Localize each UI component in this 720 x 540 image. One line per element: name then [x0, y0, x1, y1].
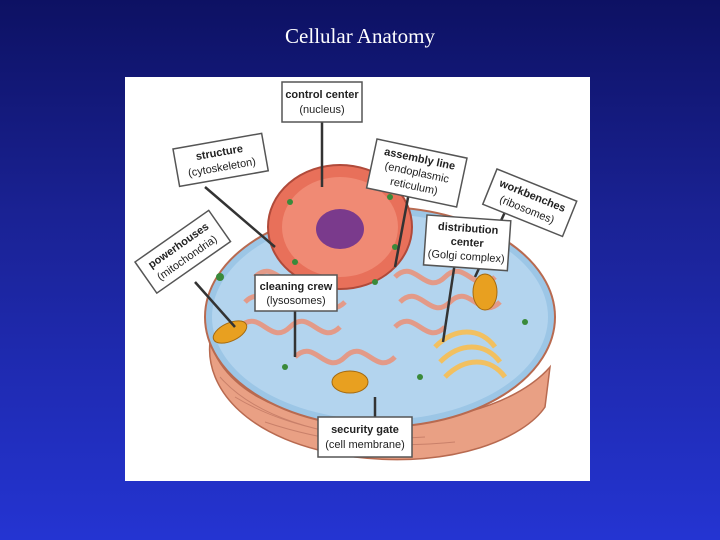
svg-text:cleaning crew: cleaning crew	[260, 281, 333, 293]
nucleus	[267, 164, 413, 290]
label-assembly-line: assembly line (endoplasmic reticulum)	[365, 138, 468, 208]
label-distribution-center: distribution center (Golgi complex)	[422, 214, 512, 272]
label-structure: structure (cytoskeleton)	[172, 132, 270, 188]
svg-text:distribution: distribution	[438, 221, 499, 237]
label-security-gate: security gate (cell membrane)	[317, 416, 413, 458]
golgi-complex	[433, 329, 507, 379]
svg-text:(Golgi complex): (Golgi complex)	[427, 248, 505, 265]
svg-text:center: center	[450, 236, 484, 250]
slide-title: Cellular Anatomy	[285, 24, 435, 48]
cell-illustration: control center (nucleus) structure (cyto…	[133, 81, 578, 461]
svg-text:(lysosomes): (lysosomes)	[266, 295, 325, 307]
cell-diagram: control center (nucleus) structure (cyto…	[125, 77, 590, 481]
label-workbenches: workbenches (ribosomes)	[481, 168, 578, 238]
svg-text:(cell membrane): (cell membrane)	[325, 439, 404, 451]
svg-text:control center: control center	[285, 89, 359, 101]
label-control-center: control center (nucleus)	[281, 81, 363, 123]
mitochondria	[212, 273, 498, 394]
svg-text:(nucleus): (nucleus)	[299, 104, 344, 116]
sign-posts	[194, 122, 507, 422]
nucleolus	[316, 209, 364, 249]
svg-text:security gate: security gate	[331, 424, 399, 436]
label-cleaning-crew: cleaning crew (lysosomes)	[254, 274, 338, 312]
